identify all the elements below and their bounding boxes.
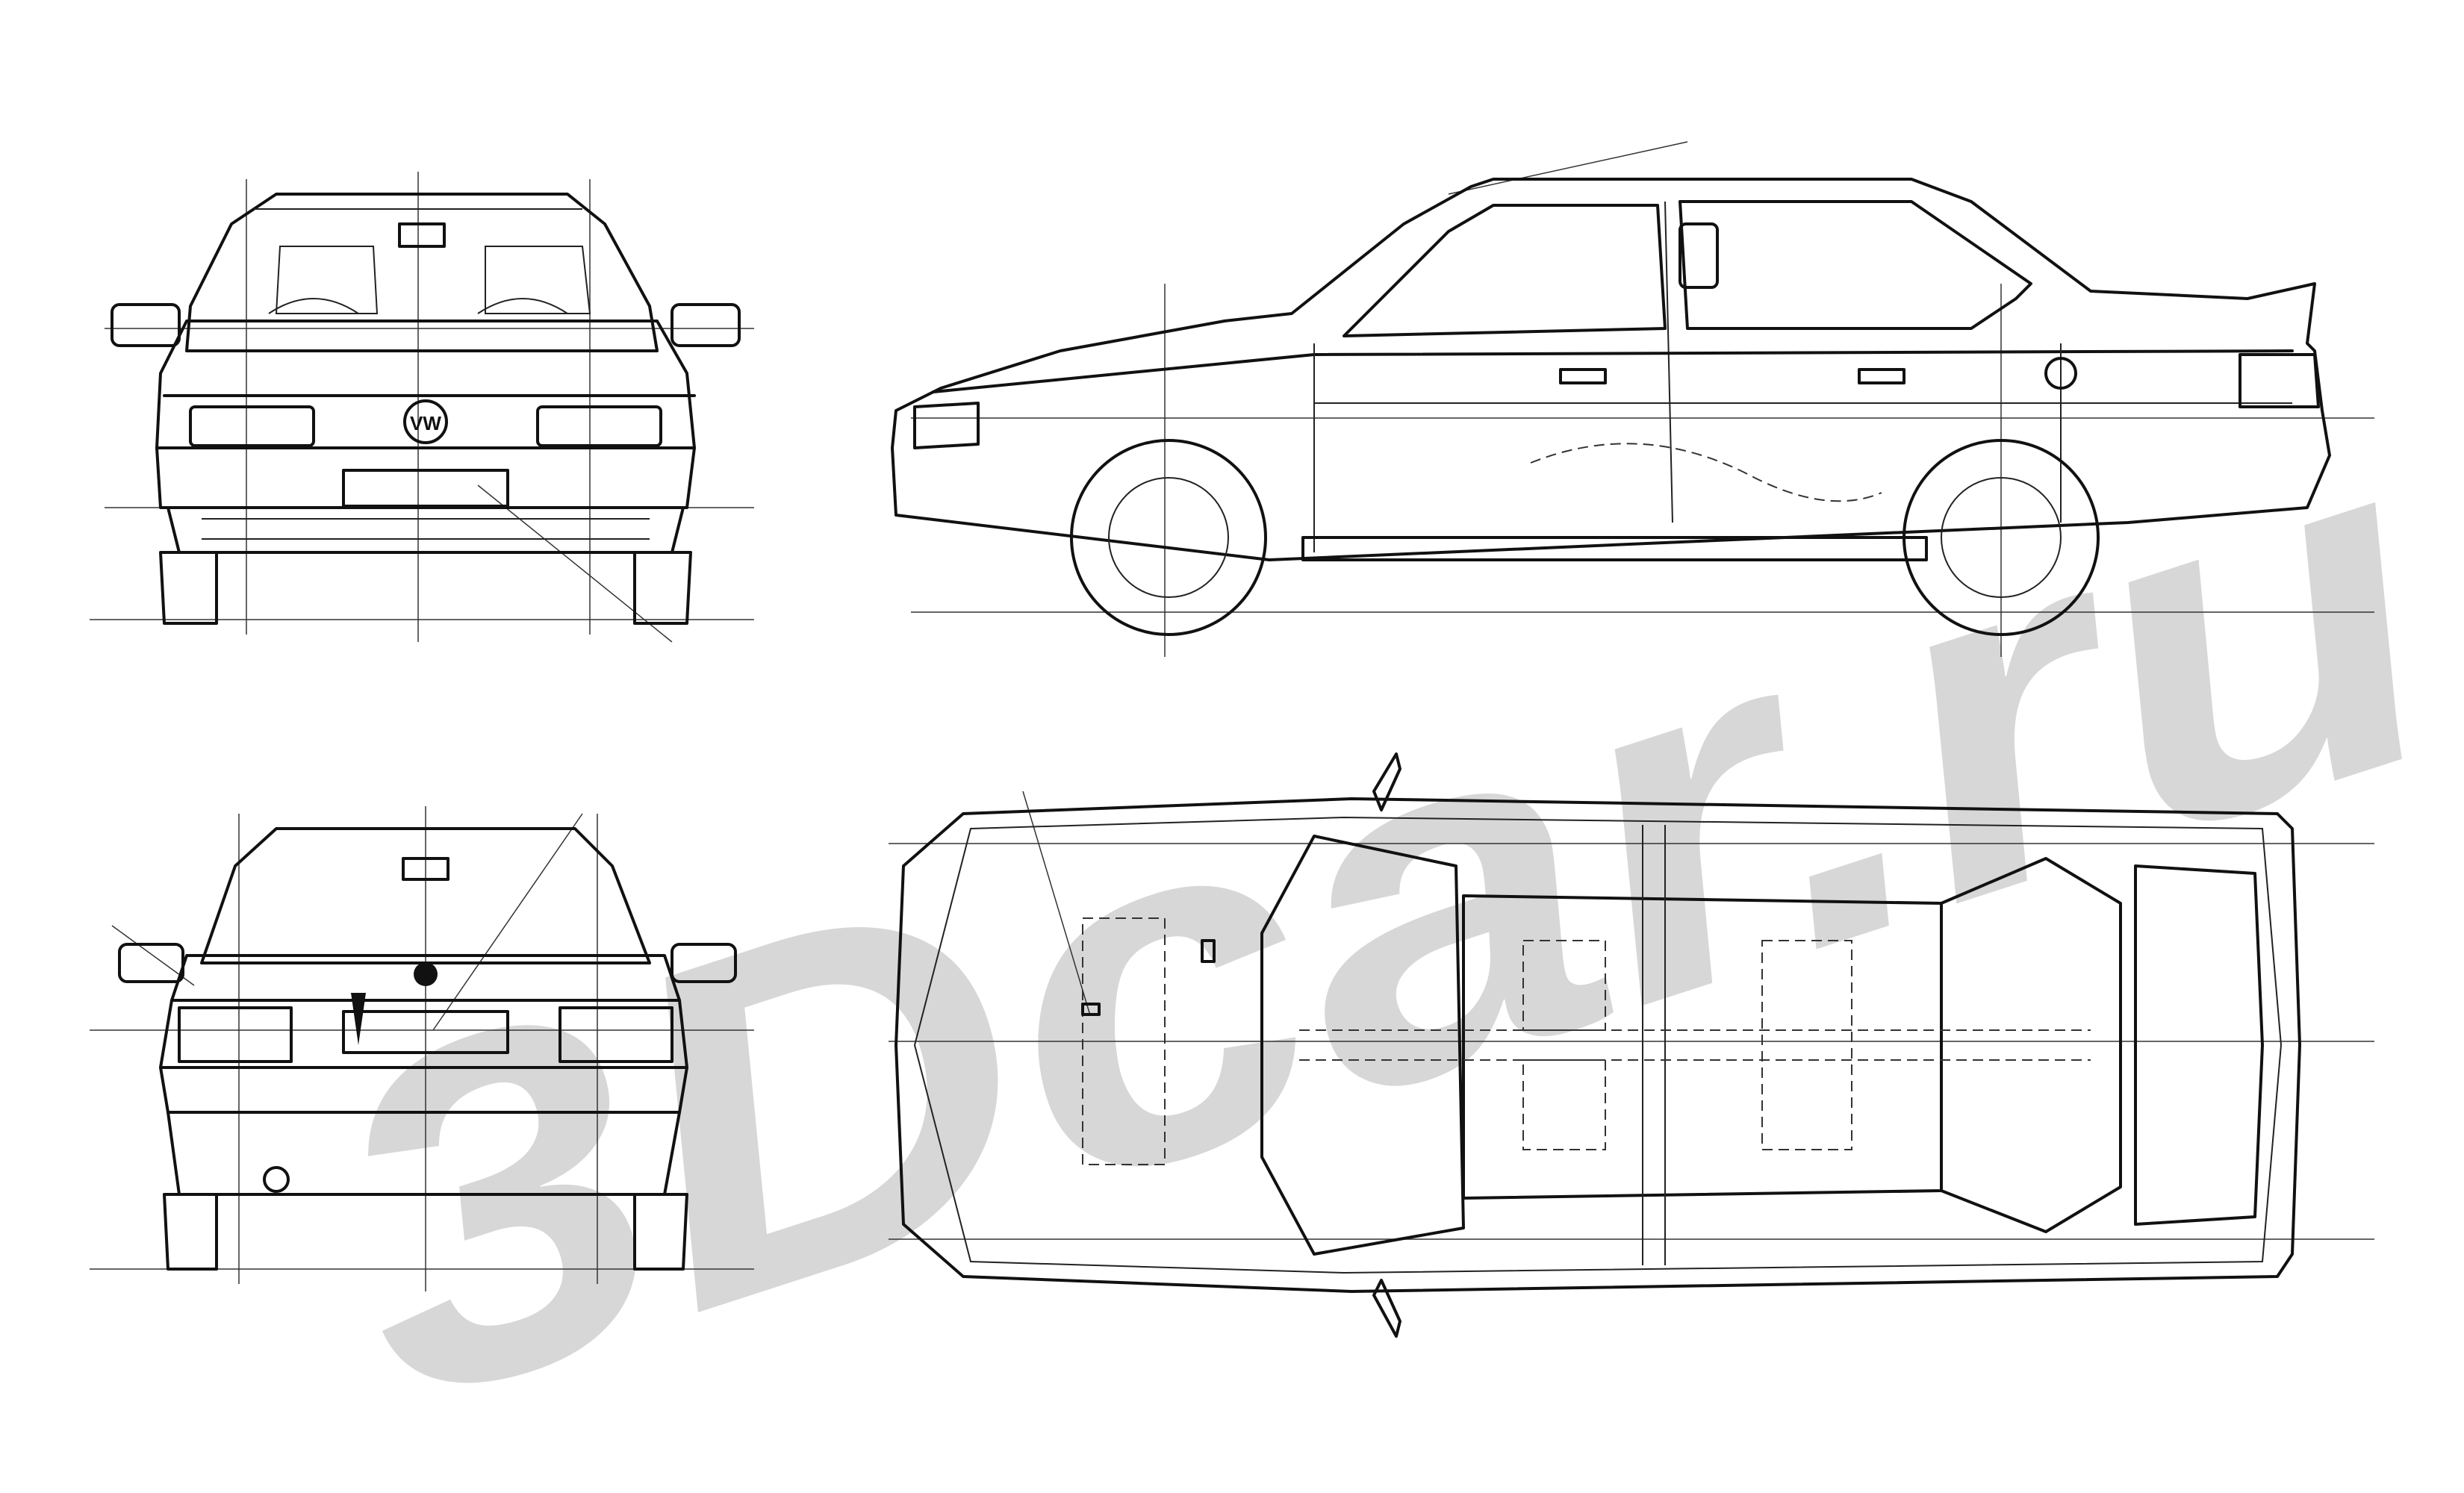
rear-exhaust-tip — [263, 1166, 290, 1193]
front-bumper — [155, 446, 696, 509]
side-rear-door-handle — [1858, 368, 1905, 384]
front-right-headlight — [536, 405, 662, 447]
front-right-mirror — [671, 303, 741, 347]
rear-lock-icon — [351, 993, 366, 1045]
side-taillight — [2239, 353, 2320, 408]
side-view — [891, 141, 2374, 657]
side-hidden-line — [1530, 443, 1882, 502]
top-washer-nozzle — [1081, 1003, 1101, 1016]
side-antenna — [1448, 141, 1688, 195]
rear-license-plate — [342, 1010, 509, 1054]
top-driveshaft-tunnel — [1299, 1029, 2091, 1061]
rear-rearview-mirror — [402, 857, 449, 881]
rear-badge-icon — [414, 962, 438, 986]
top-windshield — [1260, 835, 1465, 1256]
front-grille-slats — [202, 518, 650, 540]
side-rear-wheel — [1903, 439, 2100, 636]
front-badge-text: VW — [410, 412, 441, 434]
side-beltline — [932, 349, 2294, 393]
side-rear-window — [1679, 200, 2032, 330]
side-rocker-panel — [1301, 536, 1928, 561]
top-leader-line — [1022, 791, 1091, 1016]
front-leader-line — [477, 484, 673, 643]
front-license-plate — [342, 469, 509, 508]
top-engine-outline — [1082, 917, 1166, 1165]
front-left-tire — [159, 551, 218, 625]
top-right-mirror — [1372, 1279, 1401, 1338]
top-front-seat — [1522, 1059, 1606, 1150]
side-body-outline — [891, 178, 2331, 561]
rear-left-tire — [163, 1193, 218, 1271]
top-b-pillar — [1642, 825, 1666, 1265]
front-steering-wheel — [268, 298, 359, 314]
front-left-mirror — [111, 303, 181, 347]
front-rearview-mirror — [398, 222, 446, 248]
rear-view — [90, 806, 754, 1291]
top-rear-window — [1940, 857, 2122, 1233]
side-front-door-handle — [1559, 368, 1607, 384]
side-mirror — [1679, 222, 1719, 289]
top-washer-nozzle — [1201, 939, 1216, 963]
front-left-headlight — [189, 405, 315, 447]
side-front-wheel-hub — [1108, 477, 1229, 598]
top-trunk-lid — [2134, 864, 2264, 1226]
rear-left-taillight — [178, 1006, 293, 1063]
top-inner-body-line — [913, 816, 2283, 1274]
side-front-window — [1343, 204, 1667, 337]
top-body-outline — [895, 797, 2301, 1293]
front-spoiler — [167, 506, 685, 554]
rear-right-taillight — [559, 1006, 673, 1063]
side-headlight — [913, 402, 980, 449]
rear-right-tire — [633, 1193, 688, 1271]
front-view: VW — [90, 172, 754, 643]
rear-window-frame — [200, 827, 651, 964]
top-left-mirror — [1372, 752, 1401, 811]
side-front-wheel — [1070, 439, 1267, 636]
rear-left-mirror — [118, 943, 184, 983]
front-badge-icon — [403, 399, 448, 444]
front-seat-top — [477, 298, 568, 314]
front-right-headrest — [485, 246, 591, 314]
rear-leader-line — [432, 813, 583, 1031]
rear-right-mirror — [671, 943, 737, 983]
front-right-tire — [633, 551, 692, 625]
side-fuel-cap — [2044, 357, 2077, 390]
side-b-pillar — [1664, 201, 1673, 523]
front-windshield-frame — [185, 193, 659, 352]
top-view — [889, 752, 2374, 1338]
front-left-headrest — [275, 246, 379, 314]
side-rear-wheel-hub — [1941, 477, 2062, 598]
top-rear-seat — [1761, 940, 1852, 1150]
